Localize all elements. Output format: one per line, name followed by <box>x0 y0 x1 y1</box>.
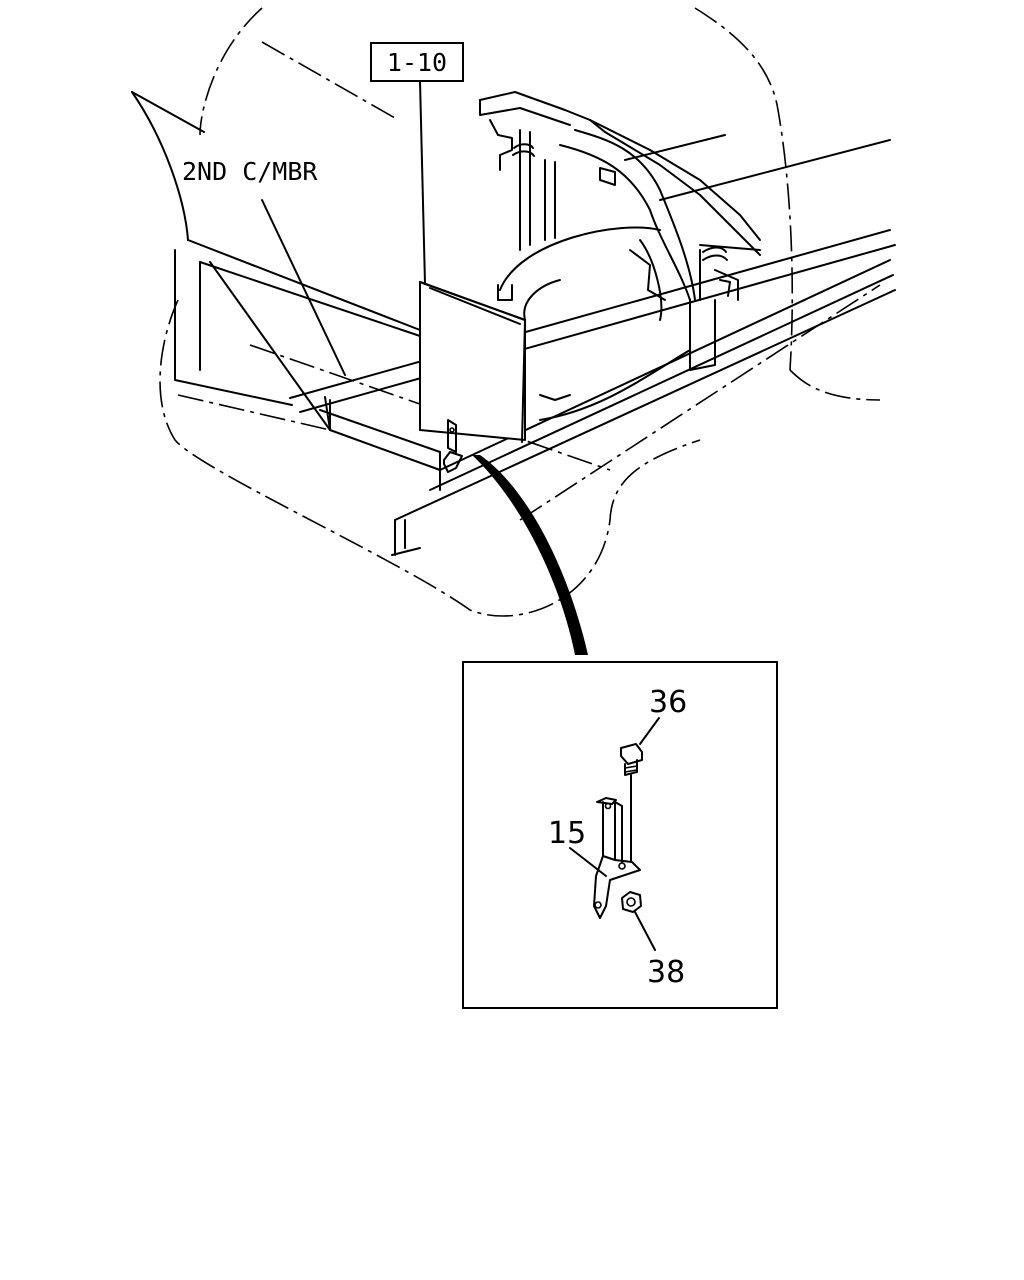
callout-38-leader <box>634 911 656 951</box>
tank-cylinder <box>497 226 691 421</box>
crossmember-leader <box>261 199 346 376</box>
ref-box: 1-10 <box>370 42 464 285</box>
callout-36: 36 <box>649 685 687 720</box>
spring-pads <box>489 119 731 297</box>
installed-bracket <box>443 419 463 473</box>
frame-rails <box>289 229 896 556</box>
tank-support-box <box>419 281 526 443</box>
ref-box-label: 1-10 <box>387 48 447 77</box>
detail-callout-wedge <box>472 455 588 655</box>
crossmember-label: 2ND C/MBR <box>182 157 318 186</box>
detail-view: 36 15 38 <box>462 661 778 1009</box>
callout-36-leader <box>639 717 660 745</box>
bracket-part <box>593 797 641 919</box>
callout-15: 15 <box>548 816 586 851</box>
callout-15-leader <box>569 847 607 877</box>
nut-part <box>621 891 642 913</box>
crossmember-panel <box>131 91 421 431</box>
cab-ghost-outline <box>159 7 881 617</box>
mount-frame <box>479 91 891 371</box>
callout-38: 38 <box>647 955 685 990</box>
bolt-part <box>620 743 643 863</box>
